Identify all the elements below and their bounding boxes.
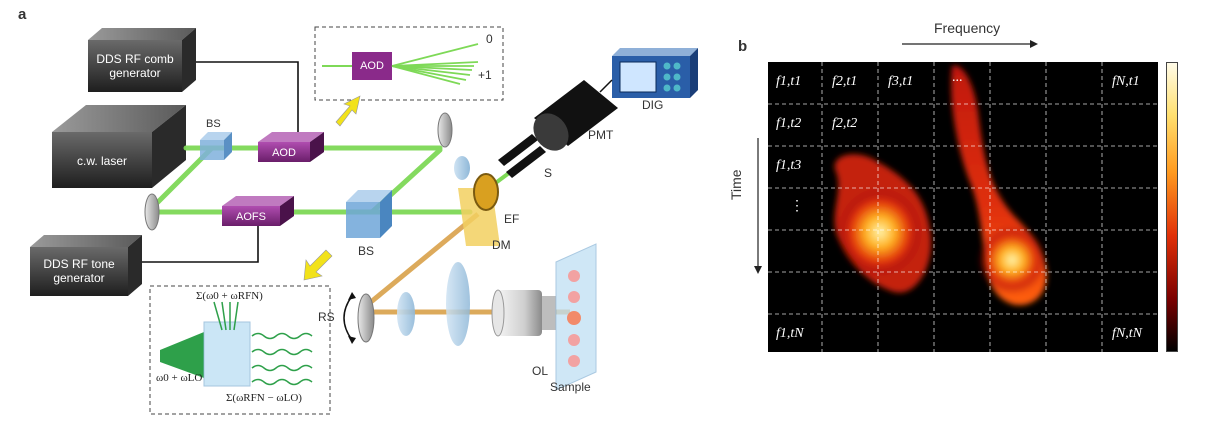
- sample-slide: [555, 243, 597, 391]
- objective-lens: [491, 289, 556, 337]
- cell-fN-tN: fN,tN: [1112, 326, 1142, 341]
- dm-label: DM: [492, 238, 511, 252]
- optical-setup-diagram: [30, 26, 698, 415]
- cw-laser: [52, 105, 186, 188]
- dds-rf-tone-generator: [30, 235, 142, 296]
- panel-a-label: a: [18, 6, 27, 23]
- ol-label: OL: [532, 364, 549, 378]
- equation-lo: ω0 + ωLO: [156, 372, 203, 384]
- cw-laser-label: c.w. laser: [76, 154, 127, 168]
- equation-sum-top: Σ(ω0 + ωRFN): [196, 290, 263, 302]
- dds-rf-comb-generator: [88, 28, 196, 92]
- bs-bottom-label: BS: [358, 244, 375, 258]
- dig-label: DIG: [642, 98, 664, 112]
- pmt-detector: [533, 80, 618, 151]
- shutter-label: S: [544, 166, 553, 180]
- cell-f2-t2: f2,t2: [832, 116, 858, 131]
- time-axis-label: Time: [728, 169, 744, 200]
- cell-f1-t2: f1,t2: [776, 116, 802, 131]
- cell-fN-t1: fN,t1: [1112, 74, 1140, 89]
- order-0-label: 0: [486, 32, 493, 46]
- aofs-label: AOFS: [236, 211, 266, 223]
- colorbar: [1166, 62, 1178, 352]
- cell-f3-t1: f3,t1: [888, 74, 914, 89]
- frequency-arrow: [902, 40, 1038, 48]
- aod-inset-label: AOD: [360, 60, 384, 72]
- order-plus1-label: +1: [478, 68, 492, 82]
- panel-b-label: b: [738, 38, 748, 55]
- beamsplitter-top: [200, 132, 232, 160]
- aod-label: AOD: [272, 147, 296, 159]
- aod-crystal: [258, 132, 324, 162]
- cell-ellipsis: ...: [952, 70, 963, 85]
- cell-f1-t1: f1,t1: [776, 74, 802, 89]
- equation-sum-bottom: Σ(ωRFN − ωLO): [226, 392, 302, 404]
- frequency-axis-label: Frequency: [934, 20, 1001, 36]
- cell-vertical-ellipsis: ⋮: [790, 199, 804, 214]
- sample-label: Sample: [550, 380, 591, 394]
- ef-label: EF: [504, 212, 520, 226]
- digitizer: [612, 48, 698, 98]
- cell-f2-t1: f2,t1: [832, 74, 858, 89]
- rs-label: RS: [318, 310, 335, 324]
- pmt-label: PMT: [588, 128, 614, 142]
- time-arrow: [754, 138, 762, 274]
- aofs-crystal: [222, 196, 294, 226]
- beamsplitter-bottom: [346, 190, 392, 238]
- fluorescence-image: [768, 62, 1158, 352]
- cell-f1-tN: f1,tN: [776, 326, 804, 341]
- bs-top-label: BS: [206, 118, 221, 130]
- cell-f1-t3: f1,t3: [776, 158, 802, 173]
